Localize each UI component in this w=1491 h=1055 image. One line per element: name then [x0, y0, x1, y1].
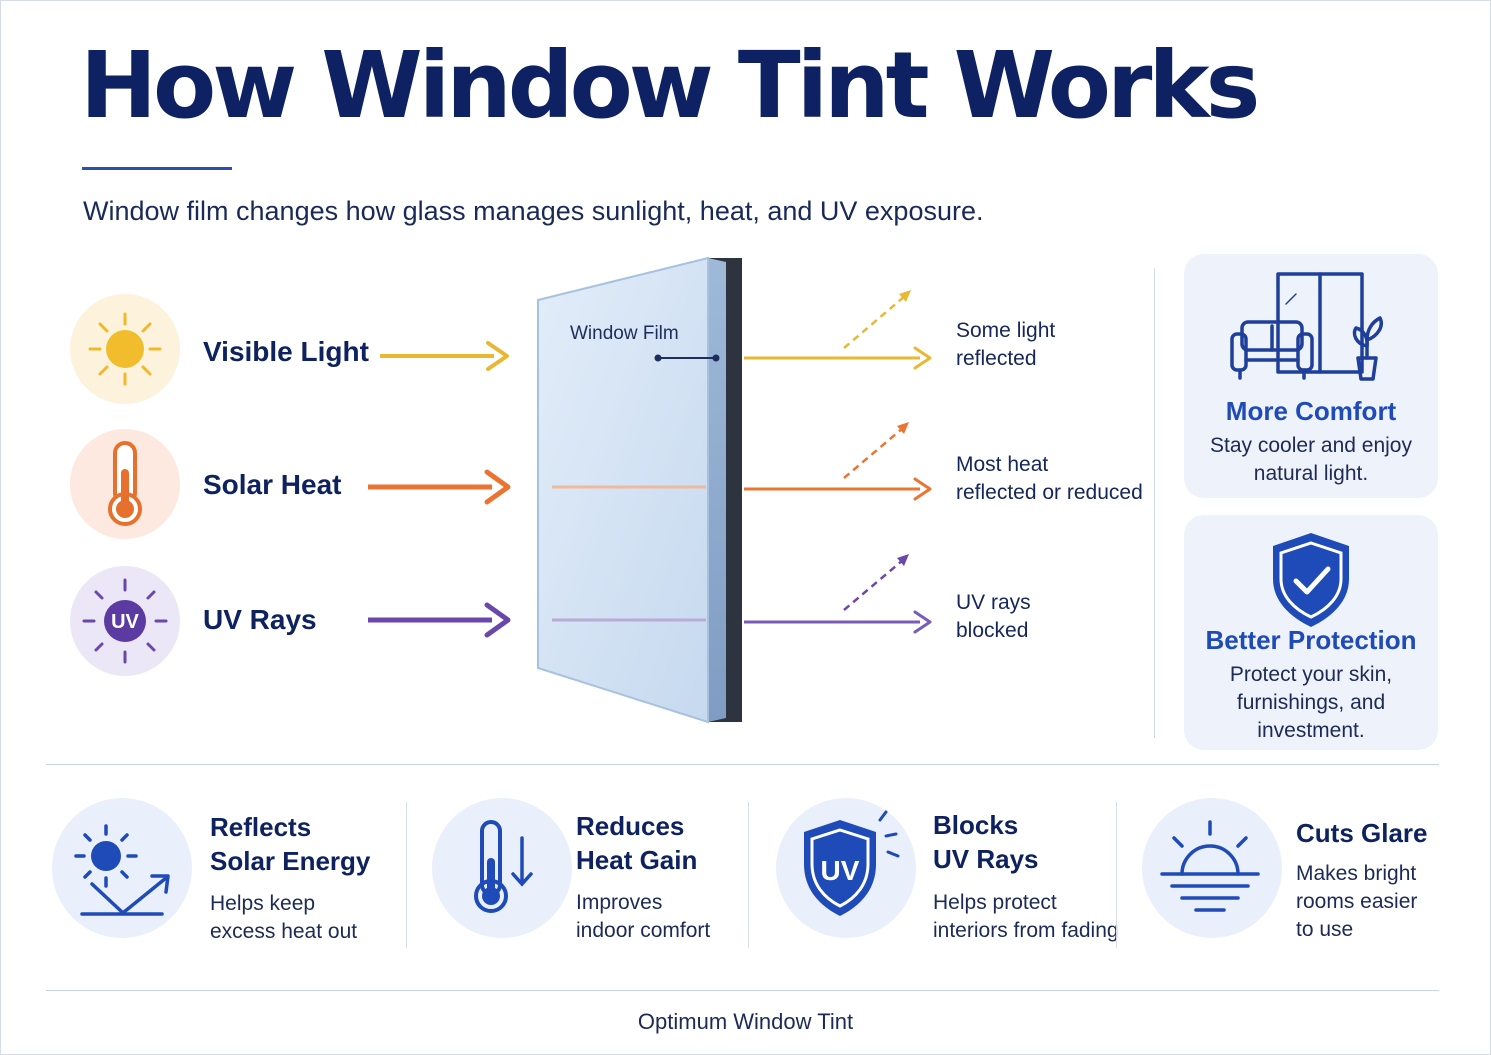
page-subtitle: Window film changes how glass manages su…	[83, 196, 984, 226]
outcome-line: Most heat	[956, 453, 1049, 476]
transmitted-light-arrow	[744, 346, 932, 370]
benefit-title: Blocks UV Rays	[933, 810, 1039, 874]
reflected-light-arrow	[843, 290, 911, 349]
solar-heat-circle	[70, 429, 180, 539]
benefit-icon-circle	[52, 798, 192, 938]
outcome-visible-light: Some light reflected	[956, 317, 1055, 373]
page-title: How Window Tint Works	[80, 32, 1260, 139]
sun-icon	[88, 312, 162, 386]
card-title: More Comfort	[1225, 396, 1397, 426]
thermometer-down-icon	[474, 820, 533, 913]
uv-rays-circle: UV	[70, 566, 180, 676]
card-better-protection: Better Protection Protect your skin, fur…	[1184, 515, 1438, 750]
outcome-line: blocked	[956, 619, 1029, 642]
sunset-glare-icon	[1160, 820, 1260, 912]
transmitted-heat-arrow	[744, 477, 932, 501]
benefit-text: Improves indoor comfort	[576, 891, 711, 942]
card-title: Better Protection	[1205, 625, 1417, 655]
uv-shield-text: UV	[821, 855, 860, 886]
ray-label-visible-light: Visible Light	[203, 336, 369, 367]
incoming-light-arrow	[380, 341, 509, 371]
footer-rule	[46, 990, 1439, 991]
benefit-divider	[1116, 802, 1117, 948]
benefit-divider	[748, 802, 749, 948]
benefit-text: Helps protect interiors from fading	[933, 891, 1119, 942]
incoming-heat-arrow	[368, 469, 511, 505]
section-rule	[46, 764, 1439, 765]
shield-check-icon	[1273, 533, 1349, 627]
thermometer-icon	[108, 441, 142, 526]
glass-pane	[537, 256, 742, 724]
benefit-title: Cuts Glare	[1296, 818, 1428, 848]
benefit-title: Reflects Solar Energy	[210, 812, 371, 876]
uv-icon: UV	[82, 578, 168, 664]
outcome-line: reflected	[956, 347, 1037, 370]
ray-label-solar-heat: Solar Heat	[203, 469, 342, 500]
sun-reflect-icon	[74, 824, 170, 916]
outcome-uv-rays: UV rays blocked	[956, 589, 1031, 645]
ray-label-uv-rays: UV Rays	[203, 604, 317, 635]
benefit-icon-circle: UV	[776, 798, 916, 938]
benefit-title: Reduces Heat Gain	[576, 811, 698, 875]
outcome-line: reflected or reduced	[956, 481, 1143, 504]
benefit-text: Helps keep excess heat out	[210, 892, 358, 943]
outcome-line: UV rays	[956, 591, 1031, 614]
reflected-uv-arrow	[843, 554, 909, 611]
benefit-icon-circle	[432, 798, 572, 938]
uv-shield-icon: UV	[804, 810, 900, 916]
benefit-icon-circle	[1142, 798, 1282, 938]
film-label: Window Film	[570, 323, 679, 344]
card-text: Protect your skin, furnishings, and inve…	[1229, 663, 1393, 742]
uv-icon-text: UV	[111, 611, 139, 633]
benefit-divider	[406, 802, 407, 948]
section-divider	[1154, 268, 1155, 738]
visible-light-circle	[70, 294, 180, 404]
reflected-heat-arrow	[843, 422, 909, 479]
transmitted-uv-arrow	[744, 610, 932, 634]
card-text: Stay cooler and enjoy natural light.	[1210, 434, 1412, 485]
outcome-solar-heat: Most heat reflected or reduced	[956, 451, 1143, 507]
living-room-icon	[1230, 272, 1383, 381]
benefit-text: Makes bright rooms easier to use	[1296, 862, 1418, 941]
incoming-uv-arrow	[368, 602, 511, 638]
film-pointer	[654, 354, 720, 362]
footer-brand: Optimum Window Tint	[637, 1009, 854, 1034]
outcome-line: Some light	[956, 319, 1056, 342]
card-more-comfort: More Comfort Stay cooler and enjoy natur…	[1184, 254, 1438, 498]
title-underline	[82, 167, 232, 170]
